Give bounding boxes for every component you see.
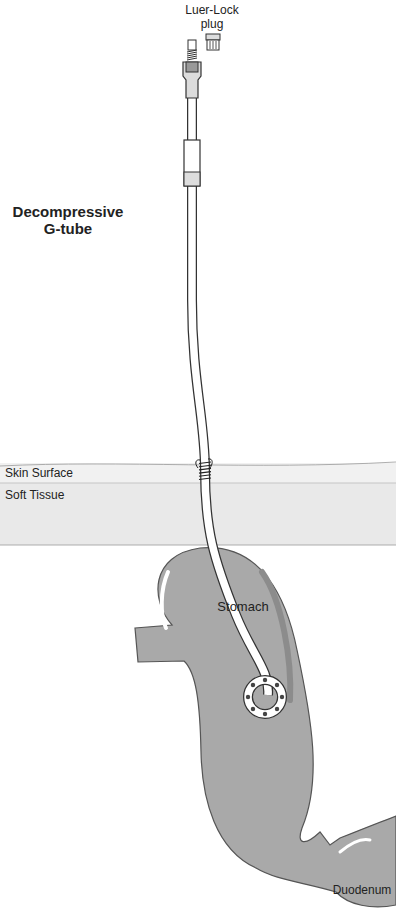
g-tube xyxy=(183,40,284,716)
tissue-line xyxy=(0,483,396,484)
tissue-band: Skin Surface xyxy=(0,463,396,483)
skin-band xyxy=(0,463,396,483)
stomach-highlight xyxy=(162,572,168,628)
tissue-band: Soft Tissue xyxy=(0,483,396,545)
title-label: Decompressive G-tube xyxy=(6,203,131,238)
band-label: Skin Surface xyxy=(5,467,73,481)
skin-line xyxy=(0,462,396,466)
luer-lock-plug xyxy=(206,34,220,50)
stomach-outline xyxy=(135,548,396,907)
duodenum-highlight xyxy=(340,840,370,853)
soft-tissue-band xyxy=(0,483,396,545)
band-label: Soft Tissue xyxy=(5,489,64,503)
tissue-line xyxy=(0,545,396,546)
part-label: Luer-Lock plug xyxy=(177,4,247,32)
organ-label: Stomach xyxy=(203,600,283,615)
organ-label: Duodenum xyxy=(331,884,393,898)
